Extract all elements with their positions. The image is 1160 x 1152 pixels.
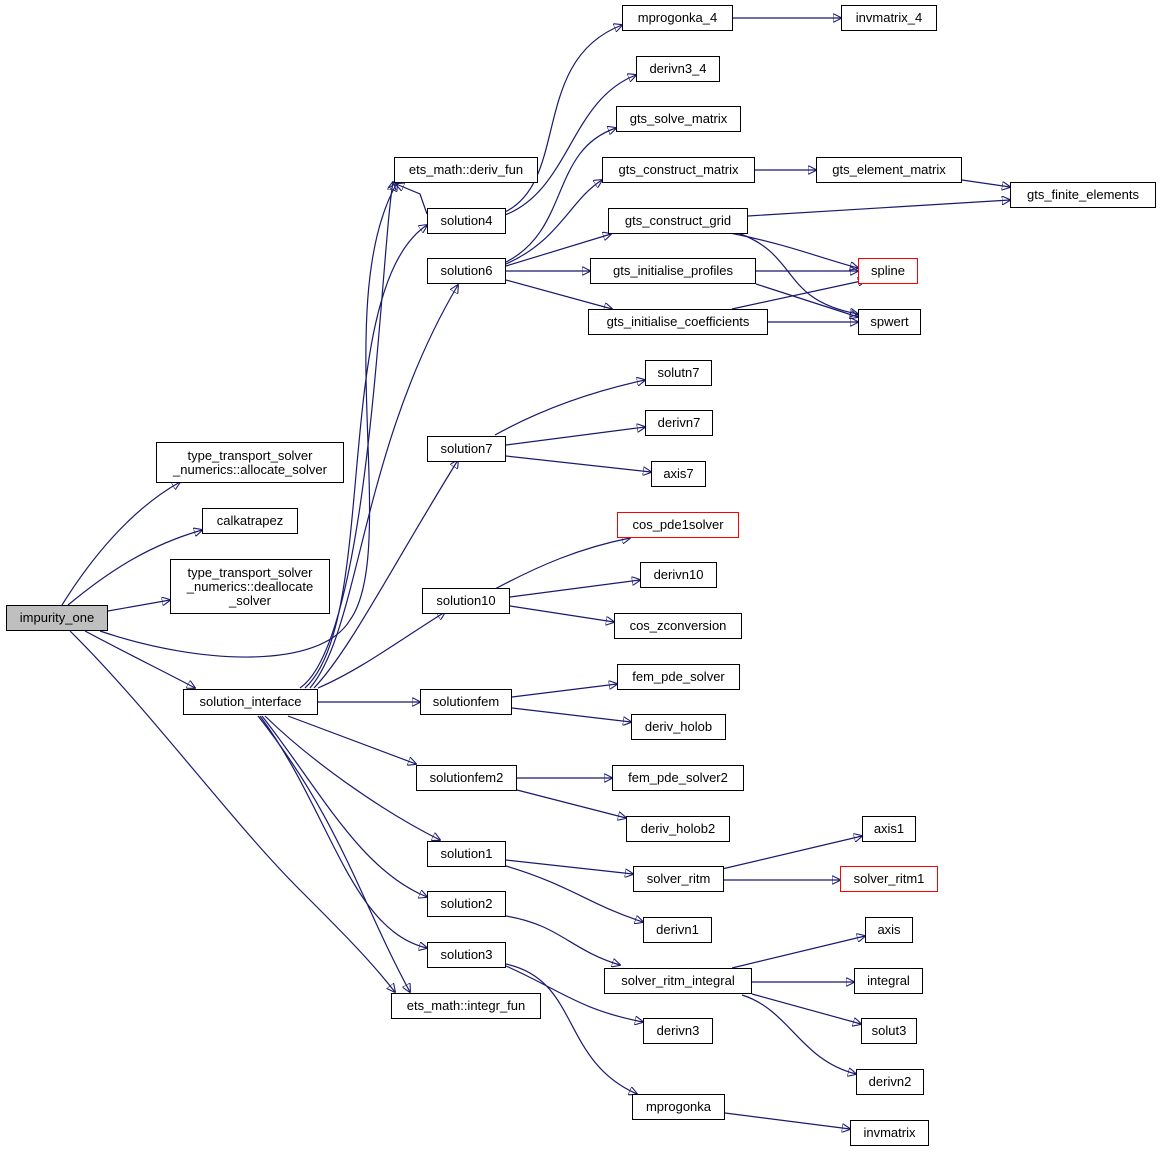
edge-solver-ritm-integral-axis xyxy=(731,936,865,969)
edge-impurity-one-allocate-solver xyxy=(61,482,180,606)
node-deriv-fun[interactable]: ets_math::deriv_fun xyxy=(394,157,538,183)
node-spwert[interactable]: spwert xyxy=(858,309,921,335)
node-allocate-solver[interactable]: type_transport_solver _numerics::allocat… xyxy=(156,442,344,483)
edge-solutionfem-fem-pde-solver xyxy=(511,684,617,698)
node-invmatrix[interactable]: invmatrix xyxy=(850,1120,929,1146)
edge-gts-construct-grid-spwert xyxy=(737,232,858,314)
node-deriv-holob[interactable]: deriv_holob xyxy=(631,714,726,740)
node-derivn3-4[interactable]: derivn3_4 xyxy=(636,56,720,82)
edge-solution4-deriv-fun xyxy=(396,184,428,215)
node-solutionfem[interactable]: solutionfem xyxy=(420,689,512,715)
node-axis[interactable]: axis xyxy=(865,917,913,943)
edge-solver-ritm-integral-derivn2 xyxy=(741,994,856,1074)
edge-solution-interface-deriv-fun xyxy=(299,182,393,689)
node-cos-pde1solver[interactable]: cos_pde1solver xyxy=(617,512,739,538)
node-solut3[interactable]: solut3 xyxy=(861,1018,917,1044)
node-solutionfem2[interactable]: solutionfem2 xyxy=(416,765,517,791)
edge-solution-interface-solution6 xyxy=(309,285,458,689)
node-solver-ritm1[interactable]: solver_ritm1 xyxy=(840,866,938,892)
edge-solution7-derivn7 xyxy=(505,427,645,446)
node-spline[interactable]: spline xyxy=(858,258,918,284)
edge-solution4-mprogonka-4 xyxy=(504,25,622,213)
node-derivn2[interactable]: derivn2 xyxy=(856,1069,924,1095)
node-solution6[interactable]: solution6 xyxy=(427,258,506,284)
edge-gts-element-matrix-gts-finite-elements xyxy=(961,179,1010,187)
edge-solution7-solutn7 xyxy=(494,380,645,436)
node-solution4[interactable]: solution4 xyxy=(427,208,506,234)
edge-solution1-derivn1 xyxy=(505,865,643,922)
edge-gts-construct-grid-gts-finite-elements xyxy=(747,200,1010,217)
edge-solution-interface-solution4 xyxy=(304,225,427,689)
edge-solution-interface-solution1 xyxy=(264,715,440,840)
edge-solution-interface-solutionfem2 xyxy=(287,715,416,764)
node-gts-finite-elements[interactable]: gts_finite_elements xyxy=(1010,182,1156,208)
node-solution3[interactable]: solution3 xyxy=(427,942,506,968)
edge-solution-interface-integr-fun xyxy=(257,715,410,992)
node-derivn10[interactable]: derivn10 xyxy=(640,562,717,588)
edge-solution-interface-solution10 xyxy=(317,612,445,689)
edge-solution-interface-solution2 xyxy=(261,715,427,897)
edge-solution10-derivn10 xyxy=(509,580,640,598)
node-impurity-one[interactable]: impurity_one xyxy=(6,605,108,631)
edge-solutionfem2-deriv-holob2 xyxy=(516,789,626,818)
edge-solution6-gts-initialise-coefficients xyxy=(505,279,612,309)
node-deallocate-solver[interactable]: type_transport_solver _numerics::dealloc… xyxy=(170,559,330,614)
edge-solution-interface-solution3 xyxy=(259,715,427,948)
edge-solution2-solver-ritm-integral xyxy=(505,915,620,965)
node-solution-interface[interactable]: solution_interface xyxy=(183,689,318,715)
edge-impurity-one-calkatrapez xyxy=(67,530,202,606)
node-integr-fun[interactable]: ets_math::integr_fun xyxy=(391,993,541,1019)
edge-impurity-one-deallocate-solver xyxy=(107,600,170,612)
node-cos-zconversion[interactable]: cos_zconversion xyxy=(614,613,742,639)
node-solution10[interactable]: solution10 xyxy=(422,588,510,614)
node-gts-element-matrix[interactable]: gts_element_matrix xyxy=(816,157,962,183)
edge-solution6-gts-construct-grid xyxy=(505,234,611,267)
node-gts-initialise-coefficients[interactable]: gts_initialise_coefficients xyxy=(588,309,768,335)
node-axis7[interactable]: axis7 xyxy=(651,461,706,487)
edge-gts-initialise-profiles-spwert xyxy=(755,283,858,317)
node-solution1[interactable]: solution1 xyxy=(427,841,506,867)
node-fem-pde-solver2[interactable]: fem_pde_solver2 xyxy=(612,765,744,791)
node-axis1[interactable]: axis1 xyxy=(862,816,916,842)
node-mprogonka[interactable]: mprogonka xyxy=(632,1094,725,1120)
edge-solution-interface-solution7 xyxy=(313,460,458,689)
edge-solution10-cos-pde1solver xyxy=(494,538,630,590)
edge-solver-ritm-integral-solut3 xyxy=(751,993,861,1024)
edge-solution10-cos-zconversion xyxy=(509,605,614,622)
node-calkatrapez[interactable]: calkatrapez xyxy=(202,508,298,534)
edge-mprogonka-invmatrix xyxy=(724,1112,850,1129)
edge-solution3-mprogonka xyxy=(505,963,637,1094)
node-solution2[interactable]: solution2 xyxy=(427,891,506,917)
node-deriv-holob2[interactable]: deriv_holob2 xyxy=(626,816,730,842)
edge-gts-initialise-coefficients-spline xyxy=(731,280,866,310)
edge-solution7-axis7 xyxy=(505,455,651,472)
node-mprogonka-4[interactable]: mprogonka_4 xyxy=(622,5,733,31)
node-invmatrix-4[interactable]: invmatrix_4 xyxy=(841,5,937,31)
edge-impurity-one-integr-fun xyxy=(69,630,395,992)
node-solutn7[interactable]: solutn7 xyxy=(645,360,712,386)
edge-solver-ritm-axis1 xyxy=(721,836,862,870)
node-solver-ritm-integral[interactable]: solver_ritm_integral xyxy=(604,968,752,994)
edge-solution3-derivn3 xyxy=(505,965,643,1022)
node-derivn7[interactable]: derivn7 xyxy=(645,410,713,436)
edge-solutionfem-deriv-holob xyxy=(511,707,631,722)
node-gts-construct-grid[interactable]: gts_construct_grid xyxy=(608,208,748,234)
node-gts-solve-matrix[interactable]: gts_solve_matrix xyxy=(616,106,741,132)
edge-solution6-gts-construct-matrix xyxy=(505,180,602,265)
node-solver-ritm[interactable]: solver_ritm xyxy=(633,866,724,892)
edge-solution4-derivn3-4 xyxy=(504,75,636,216)
node-fem-pde-solver[interactable]: fem_pde_solver xyxy=(617,664,740,690)
edge-impurity-one-deriv-fun xyxy=(99,183,397,658)
edge-solution1-solver-ritm xyxy=(505,859,633,874)
node-integral[interactable]: integral xyxy=(854,968,923,994)
edge-solution6-gts-solve-matrix xyxy=(505,128,616,263)
edge-impurity-one-solution-interface xyxy=(84,630,195,688)
node-derivn1[interactable]: derivn1 xyxy=(643,917,712,943)
node-gts-construct-matrix[interactable]: gts_construct_matrix xyxy=(602,157,755,183)
node-solution7[interactable]: solution7 xyxy=(427,436,506,462)
node-gts-initialise-profiles[interactable]: gts_initialise_profiles xyxy=(590,258,756,284)
node-derivn3[interactable]: derivn3 xyxy=(643,1018,713,1044)
